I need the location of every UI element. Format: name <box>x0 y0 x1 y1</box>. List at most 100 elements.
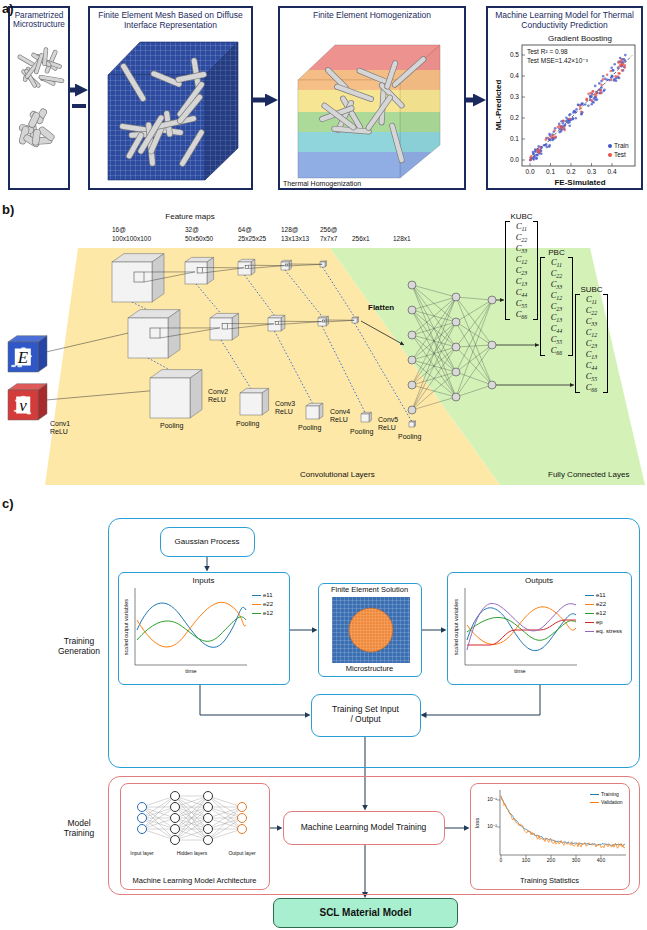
text-label: 0.4 <box>607 168 616 175</box>
vector-entry: C12 <box>579 327 604 338</box>
rod <box>36 55 41 72</box>
neuron <box>488 381 496 389</box>
data-point <box>558 131 561 134</box>
data-point <box>558 123 561 126</box>
patch <box>285 264 287 266</box>
nn-line <box>175 829 208 840</box>
text-label: Convolutional Layers <box>300 470 375 479</box>
text-label: a) <box>2 2 14 17</box>
vector-entry: C13 <box>509 276 534 287</box>
text-label: 0 <box>500 858 503 864</box>
neuron <box>138 825 147 834</box>
vector-entry: C22 <box>579 305 604 316</box>
text-label: Pooling <box>398 433 421 441</box>
data-point <box>553 129 556 132</box>
rod <box>41 77 62 80</box>
fc-line <box>412 285 456 372</box>
link-line <box>144 272 195 282</box>
legend-line <box>585 631 594 632</box>
patch <box>222 324 228 330</box>
vector-entry: C13 <box>544 312 569 323</box>
neuron <box>488 341 496 349</box>
node-text: SCL Material Model <box>319 907 411 919</box>
rod-outline <box>32 116 36 124</box>
node-text: Finite Element Mesh Based on Diffuse Int… <box>94 11 247 31</box>
text-label: 0.0 <box>510 156 519 163</box>
neuron <box>171 814 180 823</box>
data-point <box>560 128 563 131</box>
nn-line <box>208 796 242 818</box>
cube-face <box>240 393 262 415</box>
rod <box>392 126 402 160</box>
neuron <box>238 803 247 812</box>
fc-line <box>456 300 492 347</box>
rod-outline <box>180 97 199 121</box>
data-point <box>624 54 627 57</box>
data-point <box>530 155 533 158</box>
data-point <box>584 103 587 106</box>
legend-item: Validation <box>590 800 623 806</box>
text-label: Test MSE=1.42×10⁻³ <box>527 57 588 64</box>
data-point <box>610 70 613 73</box>
data-point <box>590 95 593 98</box>
legend-text: e22 <box>263 601 273 608</box>
rod-outline <box>124 66 143 98</box>
nn-line <box>142 818 175 829</box>
legend-item: Training <box>590 792 619 798</box>
neuron <box>204 792 213 801</box>
legend-line <box>252 604 261 605</box>
data-point <box>575 117 578 120</box>
fc-line <box>412 347 456 410</box>
rod <box>180 97 199 121</box>
node-text: Microstructure <box>346 665 394 674</box>
node-text: Outputs <box>525 576 553 585</box>
legend-item: e12 <box>585 610 606 617</box>
text-label: Conv5 ReLU <box>378 416 406 432</box>
vector-entry: C13 <box>579 349 604 360</box>
text-label: 200 <box>547 858 555 864</box>
connector <box>466 98 476 103</box>
legend-item: eq. stress <box>585 628 622 635</box>
data-point <box>598 92 601 95</box>
fc-line <box>412 372 456 410</box>
link-line <box>160 328 220 338</box>
axis-label: scaled output variables <box>453 599 459 655</box>
data-point <box>592 101 595 104</box>
text-label: Feature maps <box>165 212 214 221</box>
cube-face <box>361 414 369 422</box>
mesh-cube-face <box>205 42 238 180</box>
text-label: Flatten <box>368 303 394 312</box>
connector <box>425 685 540 716</box>
rod <box>32 116 36 124</box>
rod-outline <box>20 57 33 64</box>
data-point <box>572 111 575 114</box>
vector-entry: C33 <box>509 243 534 254</box>
nn-line <box>175 796 208 807</box>
microstructure <box>20 50 62 86</box>
legend-text: ep <box>596 619 603 626</box>
text-label: Conv3 ReLU <box>275 400 303 416</box>
group-frame: Training GenerationGaussian ProcessInput… <box>108 518 640 768</box>
legend-text: e11 <box>263 592 273 599</box>
output-arrow <box>496 345 539 346</box>
legend-swatch <box>608 153 612 157</box>
data-point <box>563 129 566 132</box>
text-label: 400 <box>597 858 605 864</box>
rod-outline <box>36 55 41 72</box>
vector-heading: SUBC <box>580 285 602 294</box>
text-label: c) <box>2 497 14 512</box>
patch <box>322 320 324 322</box>
shade <box>205 42 238 180</box>
text-label: Hidden layers <box>177 851 208 857</box>
link-line <box>248 266 284 269</box>
node-text: Inputs <box>193 576 215 585</box>
vector-entry: C44 <box>579 360 604 371</box>
link-line <box>278 322 321 325</box>
link-line <box>324 320 354 322</box>
nn-line <box>208 807 242 840</box>
legend-text: e11 <box>596 592 606 599</box>
data-point <box>535 157 538 160</box>
data-point <box>612 69 615 72</box>
cnn-layers <box>8 254 416 427</box>
